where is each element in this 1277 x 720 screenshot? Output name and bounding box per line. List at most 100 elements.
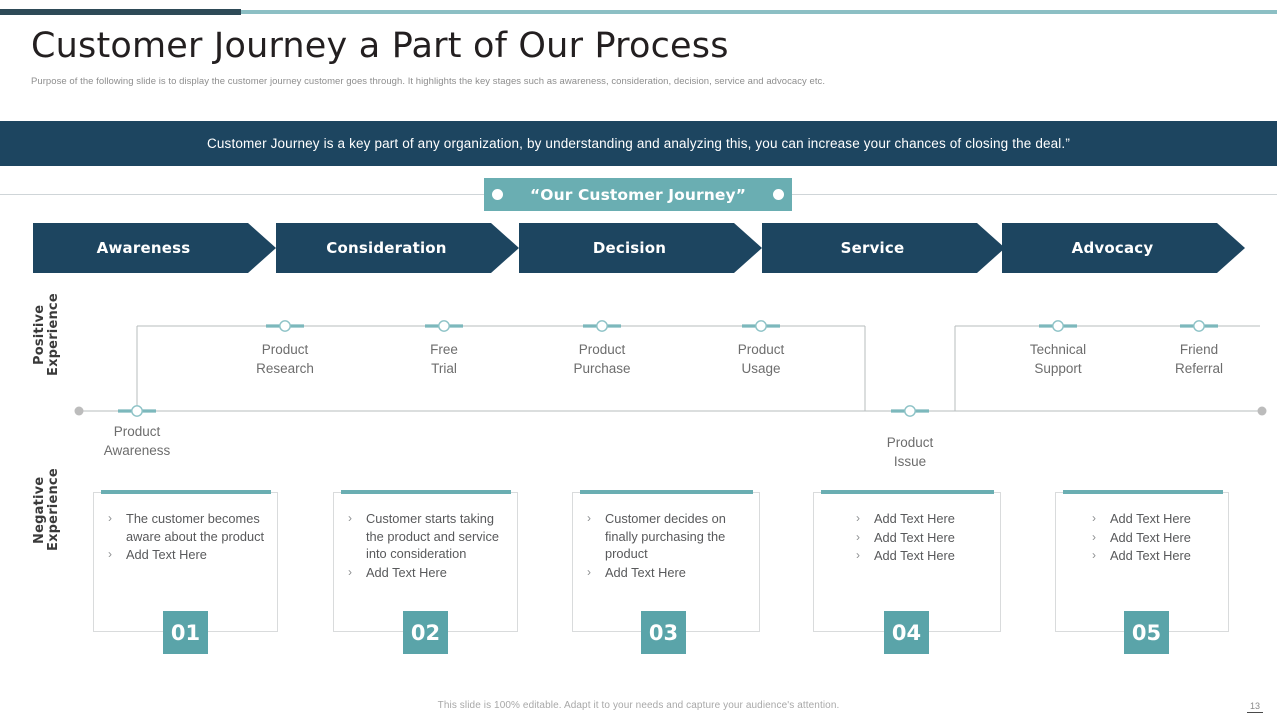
stage-chevron-service[interactable]: Service — [762, 223, 1005, 273]
card-bullet-list: › Add Text Here › Add Text Here › Add Text … — [814, 493, 1000, 565]
milestone-product-purchase: Product Purchase — [527, 341, 677, 378]
chevron-right-icon: › — [856, 529, 860, 544]
list-item: › Add Text Here — [1092, 510, 1218, 528]
milestone-product-usage: Product Usage — [686, 341, 836, 378]
stage-card-05[interactable]: ›Add Text Here ›Add Text Here ›Add Text … — [1055, 490, 1229, 632]
list-item: › Customer starts taking the product and … — [348, 510, 507, 563]
list-item: › Add Text Here — [587, 564, 749, 582]
milestone-product-issue: Product Issue — [835, 434, 985, 471]
bullet-text: Add Text Here — [126, 547, 207, 563]
bullet-text: Customer starts taking the product and s… — [366, 511, 500, 562]
milestone-friend-referral: Friend Referral — [1124, 341, 1274, 378]
chevron-right-icon: › — [856, 548, 860, 563]
list-item: › Add Text Here — [856, 529, 990, 547]
badge-number: 02 — [410, 620, 441, 645]
list-item: › Add Text Here — [856, 547, 990, 565]
stage-chevron-advocacy[interactable]: Advocacy — [1002, 223, 1245, 273]
axis-positive-line1: Positive — [32, 304, 47, 366]
card-accent-bar — [101, 490, 271, 494]
stage-label: Advocacy — [1071, 239, 1154, 257]
quote-banner: Customer Journey is a key part of any or… — [0, 121, 1277, 166]
stage-label: Service — [840, 239, 905, 257]
card-accent-bar — [821, 490, 994, 494]
milestone-technical-support: Technical Support — [983, 341, 1133, 378]
axis-label-negative-experience: Negative Experience — [32, 456, 62, 564]
list-item: › Add Text Here — [856, 510, 990, 528]
milestone-line2: Issue — [893, 453, 927, 469]
ribbon-dot-left-icon — [491, 188, 504, 201]
list-item: ›Add Text Here — [1092, 547, 1218, 565]
stage-label: Awareness — [96, 239, 191, 257]
page-title: Customer Journey a Part of Our Process — [31, 26, 729, 66]
stage-chevron-consideration[interactable]: Consideration — [276, 223, 519, 273]
page-number: 13 — [1246, 701, 1263, 713]
page-subtitle: Purpose of the following slide is to dis… — [31, 76, 826, 87]
card-accent-bar — [341, 490, 511, 494]
top-rule-teal — [241, 10, 1277, 14]
chevron-right-icon: › — [348, 564, 352, 579]
card-number-badge-03: 03 — [641, 611, 686, 654]
milestone-free-trial: Free Trial — [369, 341, 519, 378]
bullet-text: Add Text Here — [874, 511, 955, 526]
bullet-text: Add Text Here — [1110, 529, 1191, 545]
ribbon-banner: “Our Customer Journey” — [484, 178, 792, 211]
stage-label: Decision — [592, 239, 667, 257]
card-number-badge-05: 05 — [1124, 611, 1169, 654]
axis-negative-line2: Experience — [46, 468, 62, 552]
ribbon-label: “Our Customer Journey” — [530, 185, 746, 204]
bullet-text: Add Text Here — [874, 529, 955, 545]
milestone-line2: Support — [1034, 360, 1082, 376]
milestone-line1: Product — [886, 435, 934, 450]
ribbon-dot-right-icon — [772, 188, 785, 201]
stage-label: Consideration — [326, 239, 447, 257]
stage-card-01[interactable]: › The customer becomes aware about the pr… — [93, 490, 278, 632]
list-item: › The customer becomes aware about the pr… — [108, 510, 267, 545]
card-number-badge-02: 02 — [403, 611, 448, 654]
list-item: › Add Text Here — [1092, 529, 1218, 547]
bullet-text: Customer decides on finally purchasing t… — [605, 511, 726, 562]
milestone-line1: Product — [261, 342, 309, 357]
chevron-right-icon: › — [587, 564, 591, 579]
badge-number: 04 — [891, 620, 922, 645]
chevron-right-icon: › — [587, 511, 591, 525]
list-item: › Add Text Here — [108, 546, 267, 564]
chevron-right-icon: › — [348, 511, 352, 525]
card-bullet-list: ›Add Text Here ›Add Text Here ›Add Text … — [1056, 493, 1228, 565]
bullet-text: Add Text Here — [605, 564, 686, 580]
milestone-line1: Technical — [1029, 342, 1087, 357]
chevron-right-icon: › — [1092, 529, 1096, 544]
bullet-text: The customer becomes aware about the pro… — [126, 511, 265, 544]
milestone-product-research: Product Research — [210, 341, 360, 378]
milestone-line2: Trial — [431, 360, 457, 376]
milestone-line1: Friend — [1179, 342, 1219, 357]
card-bullet-list: › The customer becomes aware about the pr… — [94, 493, 277, 564]
footer-note: This slide is 100% editable. Adapt it to… — [437, 700, 840, 711]
stage-chevron-decision[interactable]: Decision — [519, 223, 762, 273]
stage-chevron-awareness[interactable]: Awareness — [33, 223, 276, 273]
chevron-right-icon: › — [1092, 511, 1096, 525]
milestone-line1: Free — [430, 342, 458, 357]
bullet-text: Add Text Here — [874, 548, 955, 564]
stage-card-04[interactable]: › Add Text Here › Add Text Here › Add Text … — [813, 490, 1001, 632]
card-accent-bar — [1063, 490, 1223, 494]
badge-number: 01 — [170, 620, 201, 645]
badge-number: 03 — [648, 620, 679, 645]
chevron-right-icon: › — [1092, 548, 1096, 563]
card-bullet-list: › Customer starts taking the product and … — [334, 493, 517, 581]
stage-card-02[interactable]: › Customer starts taking the product and … — [333, 490, 518, 632]
milestone-line1: Product — [113, 424, 161, 439]
milestone-line2: Referral — [1174, 360, 1223, 376]
chevron-right-icon: › — [108, 511, 112, 525]
chevron-right-icon: › — [856, 511, 860, 525]
bullet-text: Add Text Here — [1110, 511, 1191, 526]
badge-number: 05 — [1131, 620, 1162, 645]
quote-banner-text: Customer Journey is a key part of any or… — [207, 136, 1070, 151]
milestone-line1: Product — [578, 342, 626, 357]
axis-negative-line1: Negative — [32, 476, 47, 544]
stage-card-03[interactable]: › Customer decides on finally purchasing … — [572, 490, 760, 632]
milestone-line2: Usage — [741, 360, 781, 376]
axis-positive-line2: Experience — [46, 293, 62, 377]
chevron-right-icon: › — [108, 547, 112, 562]
milestone-line2: Purchase — [573, 360, 631, 376]
bullet-text: Add Text Here — [366, 564, 447, 580]
